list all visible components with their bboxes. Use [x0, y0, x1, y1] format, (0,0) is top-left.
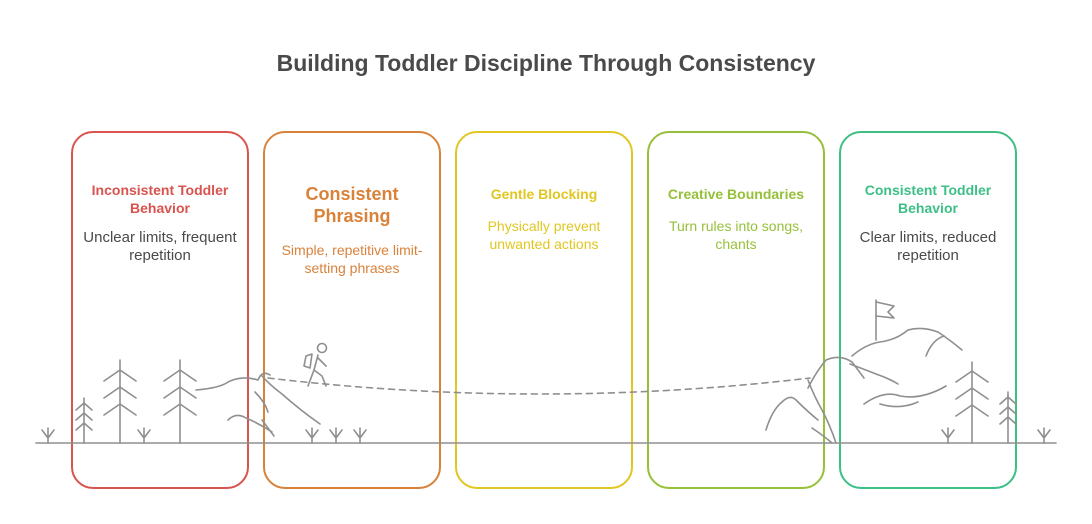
grass-icon — [941, 427, 1051, 444]
stage-title: Gentle Blocking — [490, 186, 598, 202]
flag-icon — [875, 299, 895, 341]
stage-description: Clear limits, reduced repetition — [859, 229, 997, 264]
stage-description: Turn rules into songs, chants — [668, 218, 804, 252]
page-title: Building Toddler Discipline Through Cons… — [276, 50, 816, 76]
stage-title: Consistent Toddler Behavior — [864, 182, 992, 216]
stage-description: Physically prevent unwanted actions — [487, 218, 601, 252]
stage-title: Inconsistent Toddler Behavior — [91, 182, 229, 216]
stage-description: Simple, repetitive limit-setting phrases — [281, 242, 423, 276]
stage-card-consistent-behavior: Consistent Toddler Behavior Clear limits… — [839, 131, 1017, 489]
tree-icon — [103, 359, 137, 444]
stage-card-consistent-phrasing: Consistent Phrasing Simple, repetitive l… — [263, 131, 441, 489]
stage-description: Unclear limits, frequent repetition — [83, 229, 237, 264]
dashed-path — [267, 377, 811, 395]
tree-icon — [955, 361, 989, 444]
mountain-icon — [195, 372, 321, 437]
tree-icon — [999, 391, 1017, 444]
stage-card-gentle-blocking: Gentle Blocking Physically prevent unwan… — [455, 131, 633, 489]
tree-icon — [163, 359, 197, 444]
stage-card-creative-boundaries: Creative Boundaries Turn rules into song… — [647, 131, 825, 489]
stage-card-inconsistent-behavior: Inconsistent Toddler Behavior Unclear li… — [71, 131, 249, 489]
hiker-icon — [303, 342, 328, 387]
grass-icon — [41, 427, 367, 444]
mountain-icon — [765, 327, 963, 444]
tree-icon — [75, 397, 93, 444]
stage-title: Creative Boundaries — [667, 186, 805, 202]
stage-title: Consistent Phrasing — [305, 184, 399, 226]
